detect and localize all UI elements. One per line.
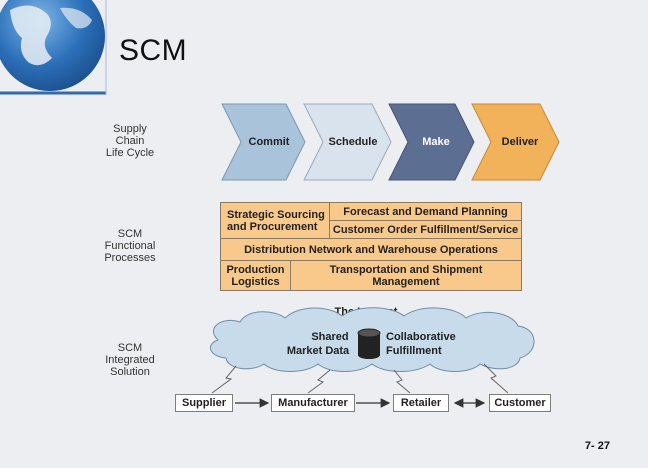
page-number: 7- 27 <box>584 440 610 452</box>
node-manufacturer: Manufacturer <box>271 394 355 412</box>
chevron-make <box>388 103 475 181</box>
database-icon <box>357 328 381 359</box>
collaborative-label-2: Fulfillment <box>386 345 442 357</box>
cell-customer-order: Customer Order Fulfillment/Service <box>329 220 522 239</box>
shared-label-2: Market Data <box>287 345 350 357</box>
chevron-schedule <box>303 103 392 181</box>
chevron-make-label: Make <box>422 136 450 148</box>
cell-forecast: Forecast and Demand Planning <box>329 202 522 221</box>
chevron-commit <box>221 103 306 181</box>
node-customer: Customer <box>489 394 551 412</box>
node-retailer: Retailer <box>393 394 449 412</box>
slide-title: SCM <box>119 34 188 67</box>
life-cycle-chevrons: Commit Schedule Make Deliver <box>221 103 560 181</box>
cell-distribution: Distribution Network and Warehouse Opera… <box>220 238 522 261</box>
chevron-commit-label: Commit <box>249 136 290 148</box>
shared-label-1: Shared <box>311 331 348 343</box>
chevron-schedule-label: Schedule <box>329 136 378 148</box>
collaborative-label-1: Collaborative <box>386 331 456 343</box>
globe-logo <box>0 0 107 95</box>
cloud-connectors <box>211 363 509 394</box>
chevron-deliver <box>471 103 560 181</box>
node-supplier: Supplier <box>175 394 233 412</box>
chevron-deliver-label: Deliver <box>502 136 539 148</box>
